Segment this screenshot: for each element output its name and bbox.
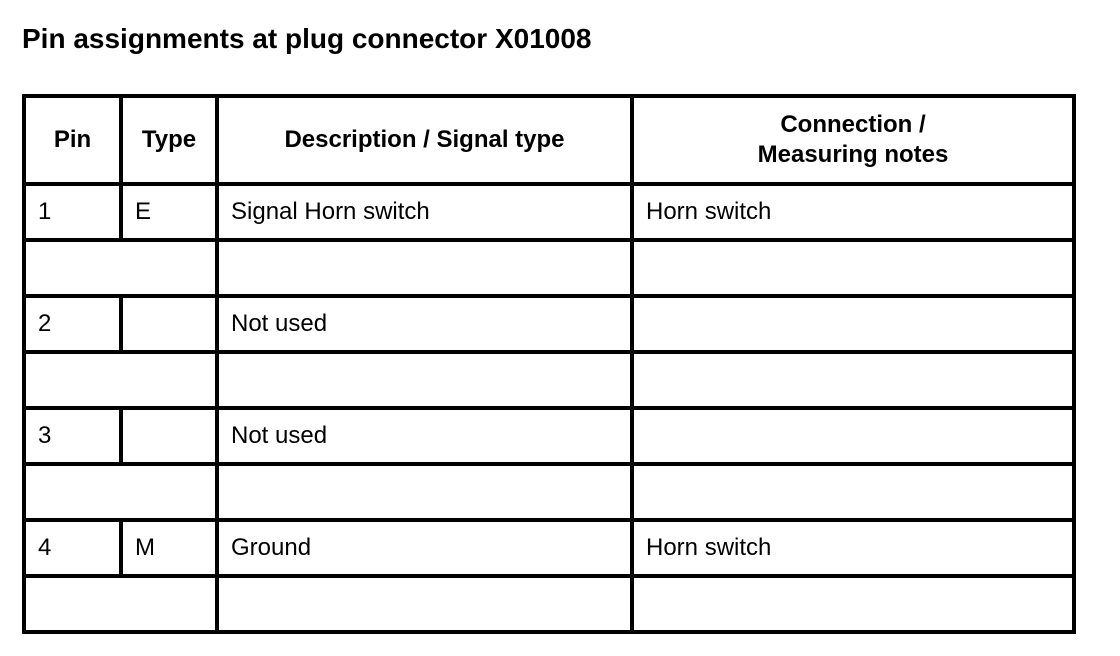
cell-pin: 2 xyxy=(22,294,123,354)
table-spacer-row xyxy=(22,462,1076,522)
pin-assignment-table: Pin Type Description / Signal type Conne… xyxy=(22,94,1076,634)
cell-spacer xyxy=(22,462,219,522)
table-header-row: Pin Type Description / Signal type Conne… xyxy=(22,94,1076,186)
cell-connection: Horn switch xyxy=(630,182,1076,242)
cell-pin: 4 xyxy=(22,518,123,578)
column-header-type: Type xyxy=(119,94,219,186)
cell-connection xyxy=(630,406,1076,466)
cell-description: Not used xyxy=(215,406,634,466)
cell-pin: 1 xyxy=(22,182,123,242)
cell-spacer xyxy=(22,350,219,410)
cell-spacer xyxy=(215,462,634,522)
cell-spacer xyxy=(215,574,634,634)
column-header-description: Description / Signal type xyxy=(215,94,634,186)
cell-spacer xyxy=(630,238,1076,298)
cell-description: Not used xyxy=(215,294,634,354)
cell-spacer xyxy=(630,462,1076,522)
cell-connection xyxy=(630,294,1076,354)
cell-type xyxy=(119,294,219,354)
page-title: Pin assignments at plug connector X01008 xyxy=(22,23,592,54)
table-row: 2 Not used xyxy=(22,294,1076,354)
cell-spacer xyxy=(22,574,219,634)
table-row: 3 Not used xyxy=(22,406,1076,466)
cell-description: Ground xyxy=(215,518,634,578)
column-header-pin: Pin xyxy=(22,94,123,186)
table-spacer-row xyxy=(22,574,1076,634)
cell-pin: 3 xyxy=(22,406,123,466)
cell-connection: Horn switch xyxy=(630,518,1076,578)
cell-spacer xyxy=(630,350,1076,410)
cell-description: Signal Horn switch xyxy=(215,182,634,242)
table-spacer-row xyxy=(22,238,1076,298)
column-header-connection-line1: Connection / xyxy=(780,111,926,138)
cell-spacer xyxy=(215,238,634,298)
cell-spacer xyxy=(630,574,1076,634)
cell-type xyxy=(119,406,219,466)
cell-spacer xyxy=(22,238,219,298)
table-row: 1 E Signal Horn switch Horn switch xyxy=(22,182,1076,242)
column-header-connection: Connection / Measuring notes xyxy=(630,94,1076,186)
cell-spacer xyxy=(215,350,634,410)
table-spacer-row xyxy=(22,350,1076,410)
column-header-connection-line2: Measuring notes xyxy=(757,141,949,168)
cell-type: E xyxy=(119,182,219,242)
cell-type: M xyxy=(119,518,219,578)
table-row: 4 M Ground Horn switch xyxy=(22,518,1076,578)
